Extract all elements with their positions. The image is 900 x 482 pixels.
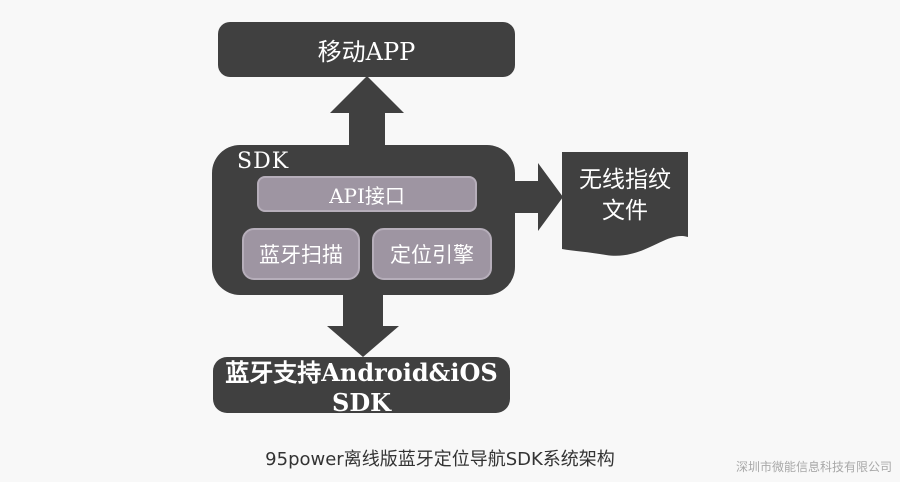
wireless-fingerprint-label: 无线指纹 文件 [562,165,688,227]
arrow-up-shape [330,76,404,148]
bluetooth-scan-box: 蓝牙扫描 [242,228,360,280]
arrow-down-icon [327,295,399,357]
bluetooth-sdk-box: 蓝牙支持Android&iOS SDK [213,357,510,417]
wireless-fingerprint-document: 无线指纹 文件 [562,152,688,258]
wireless-fingerprint-line1: 无线指纹 [579,167,671,193]
mobile-app-label: 移动APP [317,38,416,66]
mobile-app-box: 移动APP [218,22,515,77]
wireless-fingerprint-line2: 文件 [602,198,648,224]
bluetooth-sdk-label: 蓝牙支持Android&iOS SDK [225,358,498,417]
document-shape-icon [562,152,688,256]
document-shape-path [562,152,688,256]
company-name: 深圳市微能信息科技有限公司 [735,460,892,474]
sdk-label: SDK [237,149,290,174]
api-interface-label: API接口 [329,183,405,208]
positioning-engine-label: 定位引擎 [390,243,474,267]
sdk-box: SDK API接口 蓝牙扫描 定位引擎 [212,145,515,295]
api-interface-box: API接口 [257,176,477,212]
positioning-engine-box: 定位引擎 [372,228,492,280]
arrow-right-icon [515,163,563,231]
bluetooth-scan-label: 蓝牙扫描 [259,243,343,267]
arrow-down-shape [327,295,399,357]
diagram-caption: 95power离线版蓝牙定位导航SDK系统架构 [265,449,615,470]
arrow-right-shape [515,163,563,231]
arrow-up-icon [330,76,404,148]
